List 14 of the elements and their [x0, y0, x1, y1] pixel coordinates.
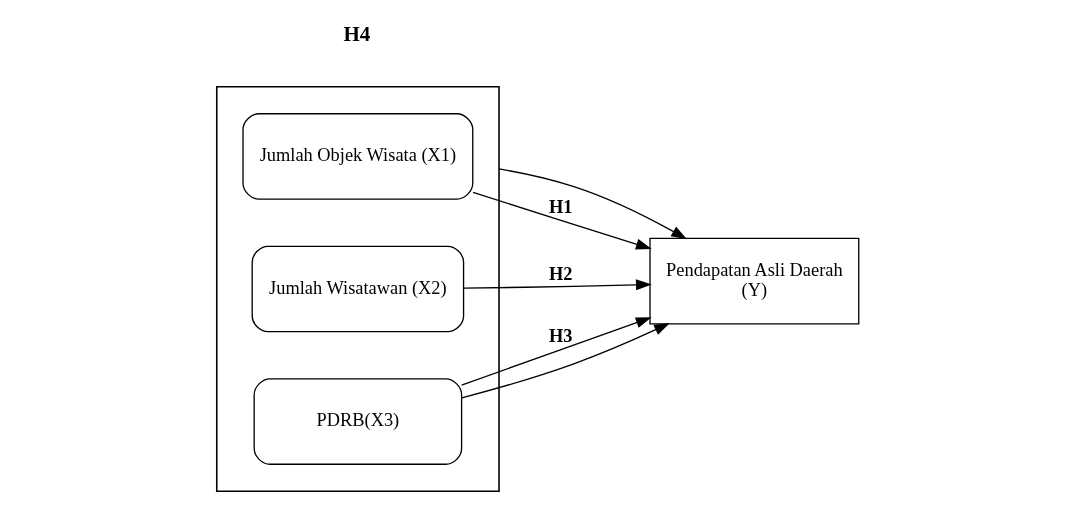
node-box: Jumlah Objek Wisata (X1) [242, 113, 474, 200]
edge-label: H3 [548, 325, 573, 346]
node-box: Pendapatan Asli Daerah (Y) [649, 237, 860, 325]
arrow [498, 168, 688, 240]
edge-label: H2 [548, 264, 573, 285]
label: H4 [343, 21, 371, 46]
node-box: PDRB(X3) [253, 378, 463, 465]
node-box: Jumlah Wisatawan (X2) [251, 245, 465, 333]
arrow [461, 317, 652, 386]
arrow [461, 323, 670, 399]
arrow [463, 279, 652, 291]
arrow [472, 191, 652, 250]
edge-label: H1 [548, 197, 573, 218]
cluster [215, 86, 500, 492]
